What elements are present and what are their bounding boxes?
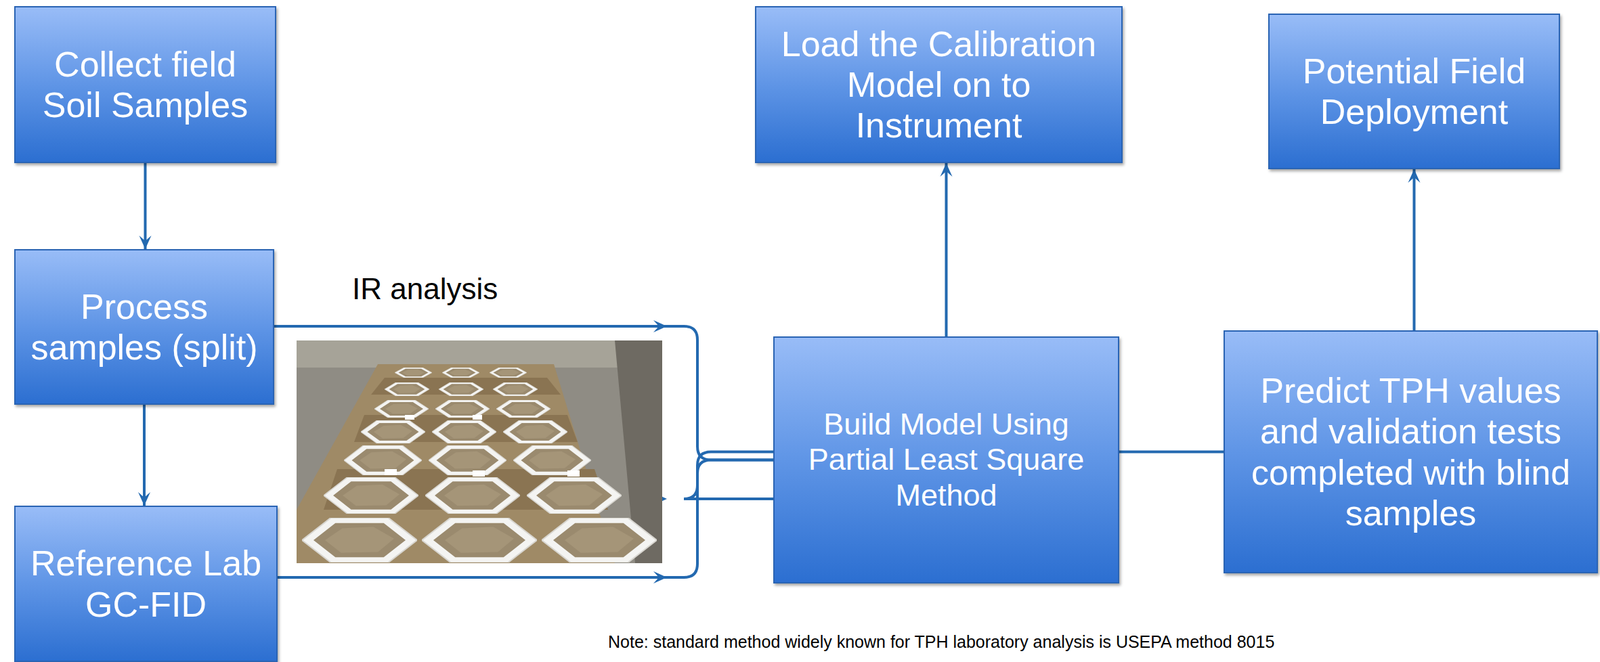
box-text: Predict TPH values and validation tests … <box>1234 370 1588 534</box>
box-text: Potential Field Deployment <box>1279 50 1550 133</box>
process-box: Reference Lab GC-FID <box>14 505 278 662</box>
process-box: Build Model Using Partial Least Square M… <box>773 336 1120 584</box>
arrow-head <box>139 235 152 250</box>
flow-arrow <box>1408 169 1421 331</box>
path-label: IR analysis <box>352 272 498 307</box>
process-box: Collect field Soil Samples <box>14 6 277 164</box>
arrow-head <box>653 320 667 333</box>
flow-arrow <box>139 163 152 250</box>
process-box: Load the Calibration Model on to Instrum… <box>754 6 1123 164</box>
box-text: Build Model Using Partial Least Square M… <box>784 406 1109 514</box>
arrow-head <box>1408 169 1421 183</box>
connector-line <box>142 404 146 506</box>
process-box: Process samples (split) <box>14 249 275 405</box>
flow-arrow <box>940 163 953 337</box>
soil-sample-photo <box>296 340 663 564</box>
arrow-head <box>940 163 953 177</box>
arrow-head <box>653 571 667 584</box>
connector-line <box>144 163 147 250</box>
connector-line <box>945 163 948 337</box>
box-text: Load the Calibration Model on to Instrum… <box>765 23 1112 147</box>
flow-arrow <box>138 404 151 506</box>
process-box: Predict TPH values and validation tests … <box>1223 330 1598 574</box>
connector-line <box>1413 169 1416 331</box>
box-text: Reference Lab GC-FID <box>25 543 267 625</box>
footnote: Note: standard method widely known for T… <box>608 632 1275 653</box>
arrow-head <box>138 492 151 506</box>
box-text: Process samples (split) <box>25 286 264 369</box>
box-text: Collect field Soil Samples <box>25 44 266 126</box>
process-box: Potential Field Deployment <box>1268 13 1561 170</box>
